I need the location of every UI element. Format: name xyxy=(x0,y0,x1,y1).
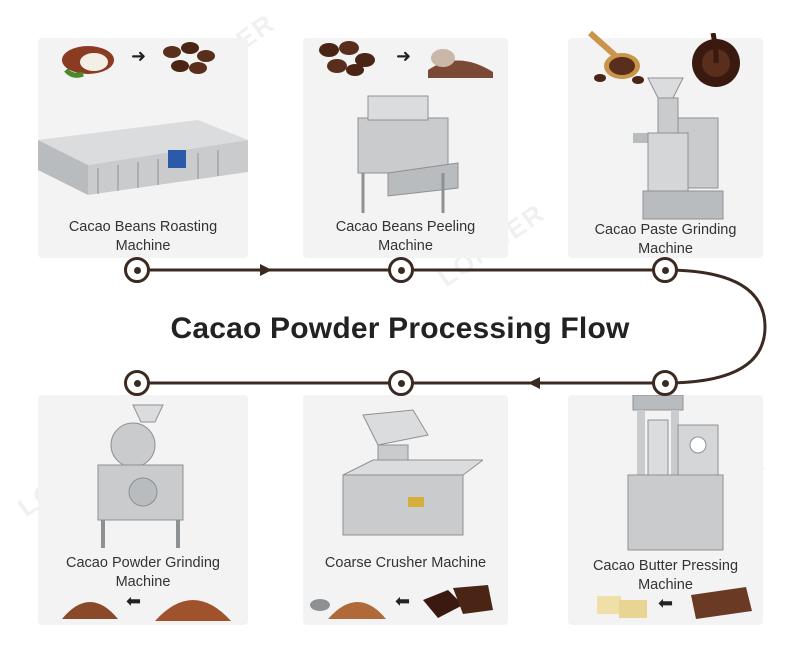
crusher-machine-icon xyxy=(342,409,483,536)
cocoa-scoop-icon xyxy=(588,30,644,84)
flow-node-paste-grinding xyxy=(652,257,678,283)
roasted-beans-icon xyxy=(319,41,375,76)
cocoa-cake-icon xyxy=(423,585,493,618)
flow-node-powder-grinding xyxy=(124,370,150,396)
flow-node-crusher xyxy=(388,370,414,396)
powder-grinder-icon xyxy=(97,404,184,548)
roasting-machine-icon xyxy=(38,120,248,195)
arrow-left-icon: ⬅ xyxy=(395,591,411,611)
flow-node-peeling xyxy=(388,257,414,283)
arrow-left-icon: ⬅ xyxy=(126,591,142,611)
page-title: Cacao Powder Processing Flow xyxy=(170,312,630,345)
arrow-right-icon: ➜ xyxy=(131,46,147,66)
flow-arrow-left-icon xyxy=(528,377,540,389)
arrow-right-icon: ➜ xyxy=(396,46,412,66)
roasted-beans-icon xyxy=(163,42,215,74)
pressing-machine-icon xyxy=(627,395,724,551)
cocoa-butter-icon xyxy=(597,596,647,618)
step-label: Coarse Crusher Machine xyxy=(324,555,487,571)
chocolate-paste-icon xyxy=(691,587,752,619)
cocoa-powder-icon xyxy=(310,599,386,619)
peeling-machine-icon xyxy=(357,95,459,213)
step-card-crusher: Coarse Crusher Machine ⬅ xyxy=(303,395,508,625)
flow-node-roasting xyxy=(124,257,150,283)
chocolate-paste-icon xyxy=(692,33,740,87)
flow-node-butter-pressing xyxy=(652,370,678,396)
grinding-machine-icon xyxy=(633,77,724,220)
cocoa-powder-icon xyxy=(155,600,231,621)
cocoa-powder-icon xyxy=(62,602,118,619)
cacao-nibs-icon xyxy=(428,49,493,78)
cacao-pod-icon xyxy=(62,46,114,78)
arrow-left-icon: ⬅ xyxy=(658,593,674,613)
flow-arrow-right-icon xyxy=(260,264,272,276)
